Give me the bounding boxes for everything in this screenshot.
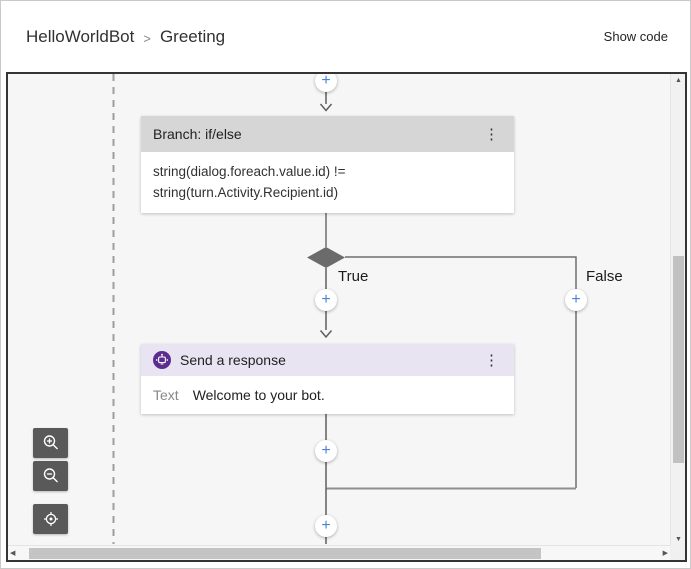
branch-condition-line2: string(turn.Activity.Recipient.id) [153, 185, 339, 200]
response-node-title: Send a response [180, 352, 286, 368]
false-branch-label: False [586, 268, 623, 285]
branch-ifelse-node[interactable]: Branch: if/else ⋮ string(dialog.foreach.… [141, 116, 514, 213]
horizontal-scrollbar-thumb[interactable] [29, 548, 541, 559]
add-action-button-after-response[interactable]: + [315, 440, 337, 462]
more-options-icon[interactable]: ⋮ [484, 351, 499, 369]
breadcrumb-project[interactable]: HelloWorldBot [26, 27, 135, 46]
zoom-in-icon [43, 435, 58, 450]
true-branch-label: True [338, 268, 369, 285]
bot-icon [153, 351, 171, 369]
vertical-scrollbar-thumb[interactable] [673, 256, 684, 463]
zoom-in-button[interactable] [33, 428, 68, 458]
breadcrumb-dialog[interactable]: Greeting [159, 27, 226, 46]
horizontal-scrollbar[interactable]: ◀ ▶ [8, 545, 670, 560]
arrowhead-into-branch [319, 103, 333, 112]
flow-canvas[interactable]: + + + + + Branch: if/else ⋮ string(dialo… [6, 72, 687, 562]
scroll-up-icon[interactable]: ▲ [675, 77, 682, 84]
breadcrumb: HelloWorldBot > Greeting [26, 27, 225, 47]
reset-view-button[interactable] [33, 504, 68, 534]
response-node-header: Send a response ⋮ [141, 344, 514, 376]
zoom-out-icon [43, 468, 58, 483]
zoom-toolbar [33, 428, 68, 534]
branch-condition: string(dialog.foreach.value.id) != strin… [141, 152, 514, 213]
condition-diamond [307, 247, 345, 268]
response-text-label: Text [153, 387, 179, 403]
response-node-body: Text Welcome to your bot. [141, 376, 514, 414]
response-text-value: Welcome to your bot. [192, 387, 325, 403]
branch-node-title: Branch: if/else [153, 126, 242, 142]
scrollbar-corner [670, 545, 685, 560]
add-action-button-top[interactable]: + [315, 74, 337, 92]
branch-condition-line1: string(dialog.foreach.value.id) != [153, 164, 346, 179]
scroll-right-icon[interactable]: ▶ [662, 550, 668, 557]
add-action-button-false-branch[interactable]: + [565, 289, 587, 311]
header-bar: HelloWorldBot > Greeting Show code [1, 1, 690, 72]
scroll-left-icon[interactable]: ◀ [10, 550, 16, 557]
crosshair-target-icon [43, 512, 58, 526]
zoom-out-button[interactable] [33, 461, 68, 491]
more-options-icon[interactable]: ⋮ [484, 125, 499, 143]
branch-node-header: Branch: if/else ⋮ [141, 116, 514, 152]
vertical-scrollbar[interactable]: ▲ ▼ [670, 74, 685, 545]
show-code-button[interactable]: Show code [603, 29, 668, 44]
add-action-button-true-branch[interactable]: + [315, 289, 337, 311]
arrowhead-into-response [319, 330, 333, 339]
breadcrumb-separator-icon: > [143, 30, 151, 46]
add-action-button-bottom[interactable]: + [315, 515, 337, 537]
scroll-down-icon[interactable]: ▼ [675, 536, 682, 543]
send-response-node[interactable]: Send a response ⋮ Text Welcome to your b… [141, 344, 514, 414]
